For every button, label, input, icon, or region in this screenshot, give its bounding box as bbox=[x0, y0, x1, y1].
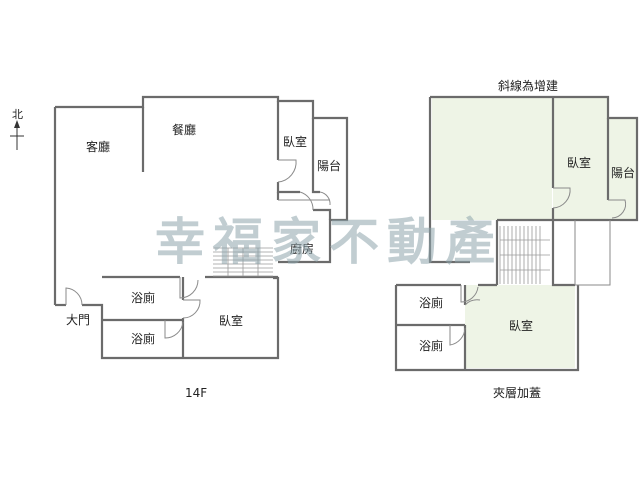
mezz-bedroom-door-swing bbox=[552, 187, 571, 209]
room-bedroom-top-14f: 臥室 bbox=[283, 134, 307, 149]
extension-area-right bbox=[553, 98, 608, 220]
mezz-bath2-door-swing bbox=[449, 325, 466, 346]
bath-door-swing bbox=[179, 277, 199, 299]
kitchen-door-swing bbox=[299, 191, 314, 211]
room-kitchen: 廚房 bbox=[290, 241, 314, 256]
room-bedroom-top-mezz: 臥室 bbox=[567, 155, 591, 170]
bedroom-top-door-swing bbox=[277, 159, 297, 183]
extension-area-left bbox=[432, 98, 552, 220]
north-arrow-icon bbox=[10, 120, 24, 150]
room-balcony-14f: 陽台 bbox=[317, 158, 341, 173]
mezz-bedroom2-door-swing bbox=[464, 299, 481, 306]
balcony-door-swing bbox=[319, 191, 331, 206]
room-bedroom-bottom-14f: 臥室 bbox=[219, 313, 243, 328]
plan-14f bbox=[53, 95, 349, 360]
extension-area-bedroom bbox=[465, 285, 575, 368]
stairs-14f bbox=[213, 247, 273, 277]
caption-mezzanine: 夾層加蓋 bbox=[493, 386, 541, 400]
room-living: 客廳 bbox=[86, 139, 110, 154]
room-bath-2-mezz: 浴廁 bbox=[419, 338, 443, 353]
north-label: 北 bbox=[12, 108, 23, 121]
plan-mezzanine bbox=[394, 95, 639, 372]
extension-note: 斜線為增建 bbox=[498, 78, 558, 93]
extension-area-balcony bbox=[608, 118, 637, 220]
room-bath-1-mezz: 浴廁 bbox=[419, 295, 443, 310]
bedroom-door-swing bbox=[182, 299, 201, 319]
room-balcony-mezz: 陽台 bbox=[611, 165, 635, 180]
room-bedroom-bottom-mezz: 臥室 bbox=[509, 318, 533, 333]
stairs-mezzanine bbox=[499, 226, 550, 284]
room-bath-2-14f: 浴廁 bbox=[131, 331, 155, 346]
entrance-label: 大門 bbox=[66, 313, 90, 327]
bath2-door-swing bbox=[164, 320, 184, 339]
watermark-text: 幸福家不動產 bbox=[155, 213, 503, 271]
caption-14f: 14F bbox=[185, 386, 207, 400]
room-bath-1-14f: 浴廁 bbox=[131, 290, 155, 305]
room-dining: 餐廳 bbox=[172, 122, 196, 137]
entrance-door-swing bbox=[65, 287, 83, 306]
mezz-balcony-door-swing bbox=[608, 199, 627, 219]
mezz-bath-door-swing bbox=[460, 285, 479, 303]
